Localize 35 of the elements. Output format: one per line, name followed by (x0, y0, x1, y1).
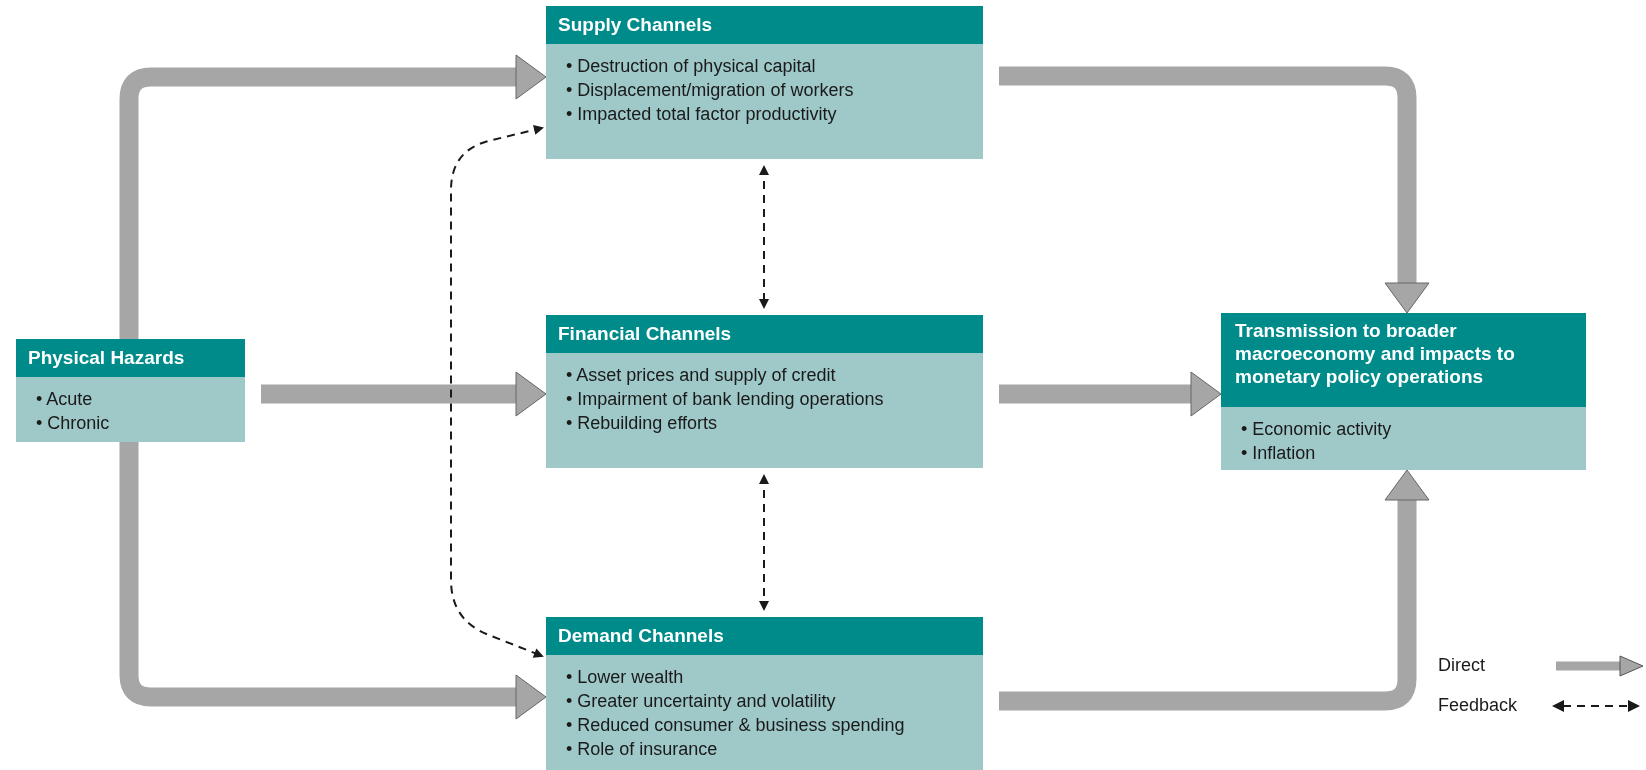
bullet-item: • Rebuilding efforts (566, 412, 719, 435)
bullet-item: • Economic activity (1241, 418, 1393, 441)
bullet-item: • Impacted total factor productivity (566, 103, 838, 126)
bullet-item: • Destruction of physical capital (566, 55, 817, 78)
bullet-item: • Acute (36, 388, 94, 411)
arrow (261, 371, 547, 417)
bullet-item: • Lower wealth (566, 666, 685, 689)
box-heading: Transmission to broader macroeconomy and impacts to monetary policy operations (1221, 313, 1586, 407)
arrow (999, 371, 1222, 417)
arrow (119, 442, 547, 720)
bullet-item: • Impairment of bank lending operations (566, 388, 885, 411)
arrow (119, 54, 547, 339)
dashed-arrow (450, 125, 544, 658)
channel-box (1221, 313, 1586, 470)
arrow (999, 469, 1430, 711)
bullet-item: • Chronic (36, 412, 111, 435)
bullet-item: • Greater uncertainty and volatility (566, 690, 837, 713)
bullet-item: • Asset prices and supply of credit (566, 364, 837, 387)
box-heading: Financial Channels (546, 315, 983, 353)
box-heading: Supply Channels (546, 6, 983, 44)
bullet-item: • Reduced consumer & business spending (566, 714, 906, 737)
channel-box (16, 339, 245, 442)
box-heading: Demand Channels (546, 617, 983, 655)
bullet-item: • Role of insurance (566, 738, 719, 761)
legend-label: Feedback (1438, 695, 1518, 716)
dashed-arrow (759, 165, 769, 309)
dashed-arrow (759, 474, 769, 611)
channel-box (546, 315, 983, 468)
channel-box (546, 617, 983, 770)
bullet-item: • Displacement/migration of workers (566, 79, 855, 102)
arrow (999, 66, 1430, 314)
legend-label: Direct (1438, 655, 1485, 676)
box-heading: Physical Hazards (16, 339, 245, 377)
channel-box (546, 6, 983, 159)
bullet-item: • Inflation (1241, 442, 1317, 465)
